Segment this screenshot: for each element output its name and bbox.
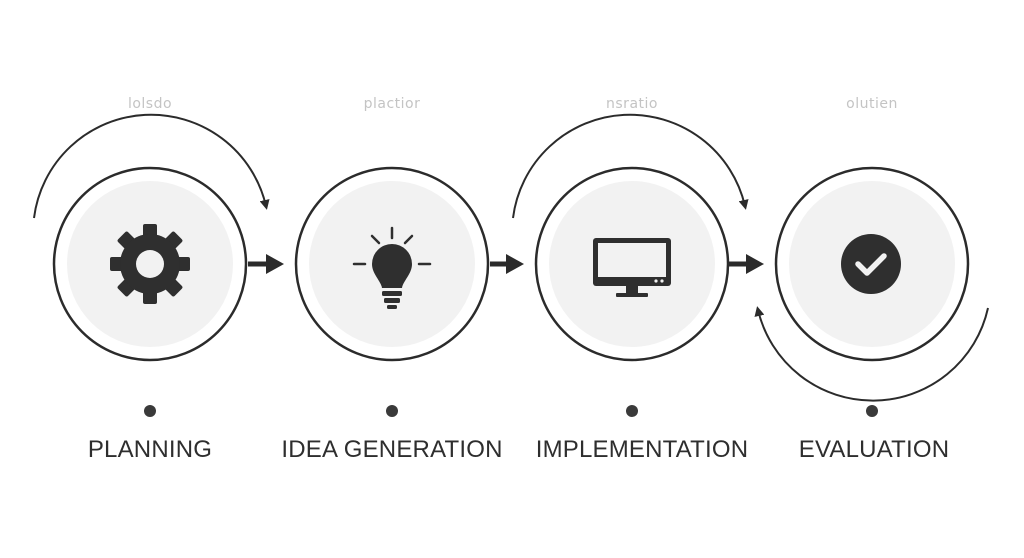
cycle-arc-implementation	[512, 113, 749, 219]
arrow-right-icon	[248, 254, 284, 274]
top-label-implementation: nsratio	[606, 96, 658, 112]
arrow-right-icon	[490, 254, 524, 274]
arrow-right-icon	[728, 254, 764, 274]
stage-label-evaluation: EVALUATION	[798, 436, 950, 463]
stage-label-planning: PLANNING	[87, 436, 213, 463]
lightbulb-icon	[352, 226, 432, 309]
cycle-arc-evaluation	[754, 306, 989, 402]
stage-dot	[626, 405, 638, 417]
stage-label-idea-generation: IDEA GENERATION	[281, 436, 503, 463]
checkmark-icon	[841, 234, 901, 294]
cycle-arc-planning	[33, 113, 270, 219]
top-label-planning: lolsdo	[127, 96, 173, 112]
top-label-evaluation: olutien	[846, 96, 898, 112]
gear-icon	[110, 224, 190, 304]
stage-dot	[144, 405, 156, 417]
stage-dot	[866, 405, 878, 417]
monitor-icon	[593, 238, 671, 297]
stage-label-implementation: IMPLEMENTATION	[535, 436, 749, 463]
stage-dot	[386, 405, 398, 417]
top-label-idea-generation: plactior	[363, 96, 421, 112]
